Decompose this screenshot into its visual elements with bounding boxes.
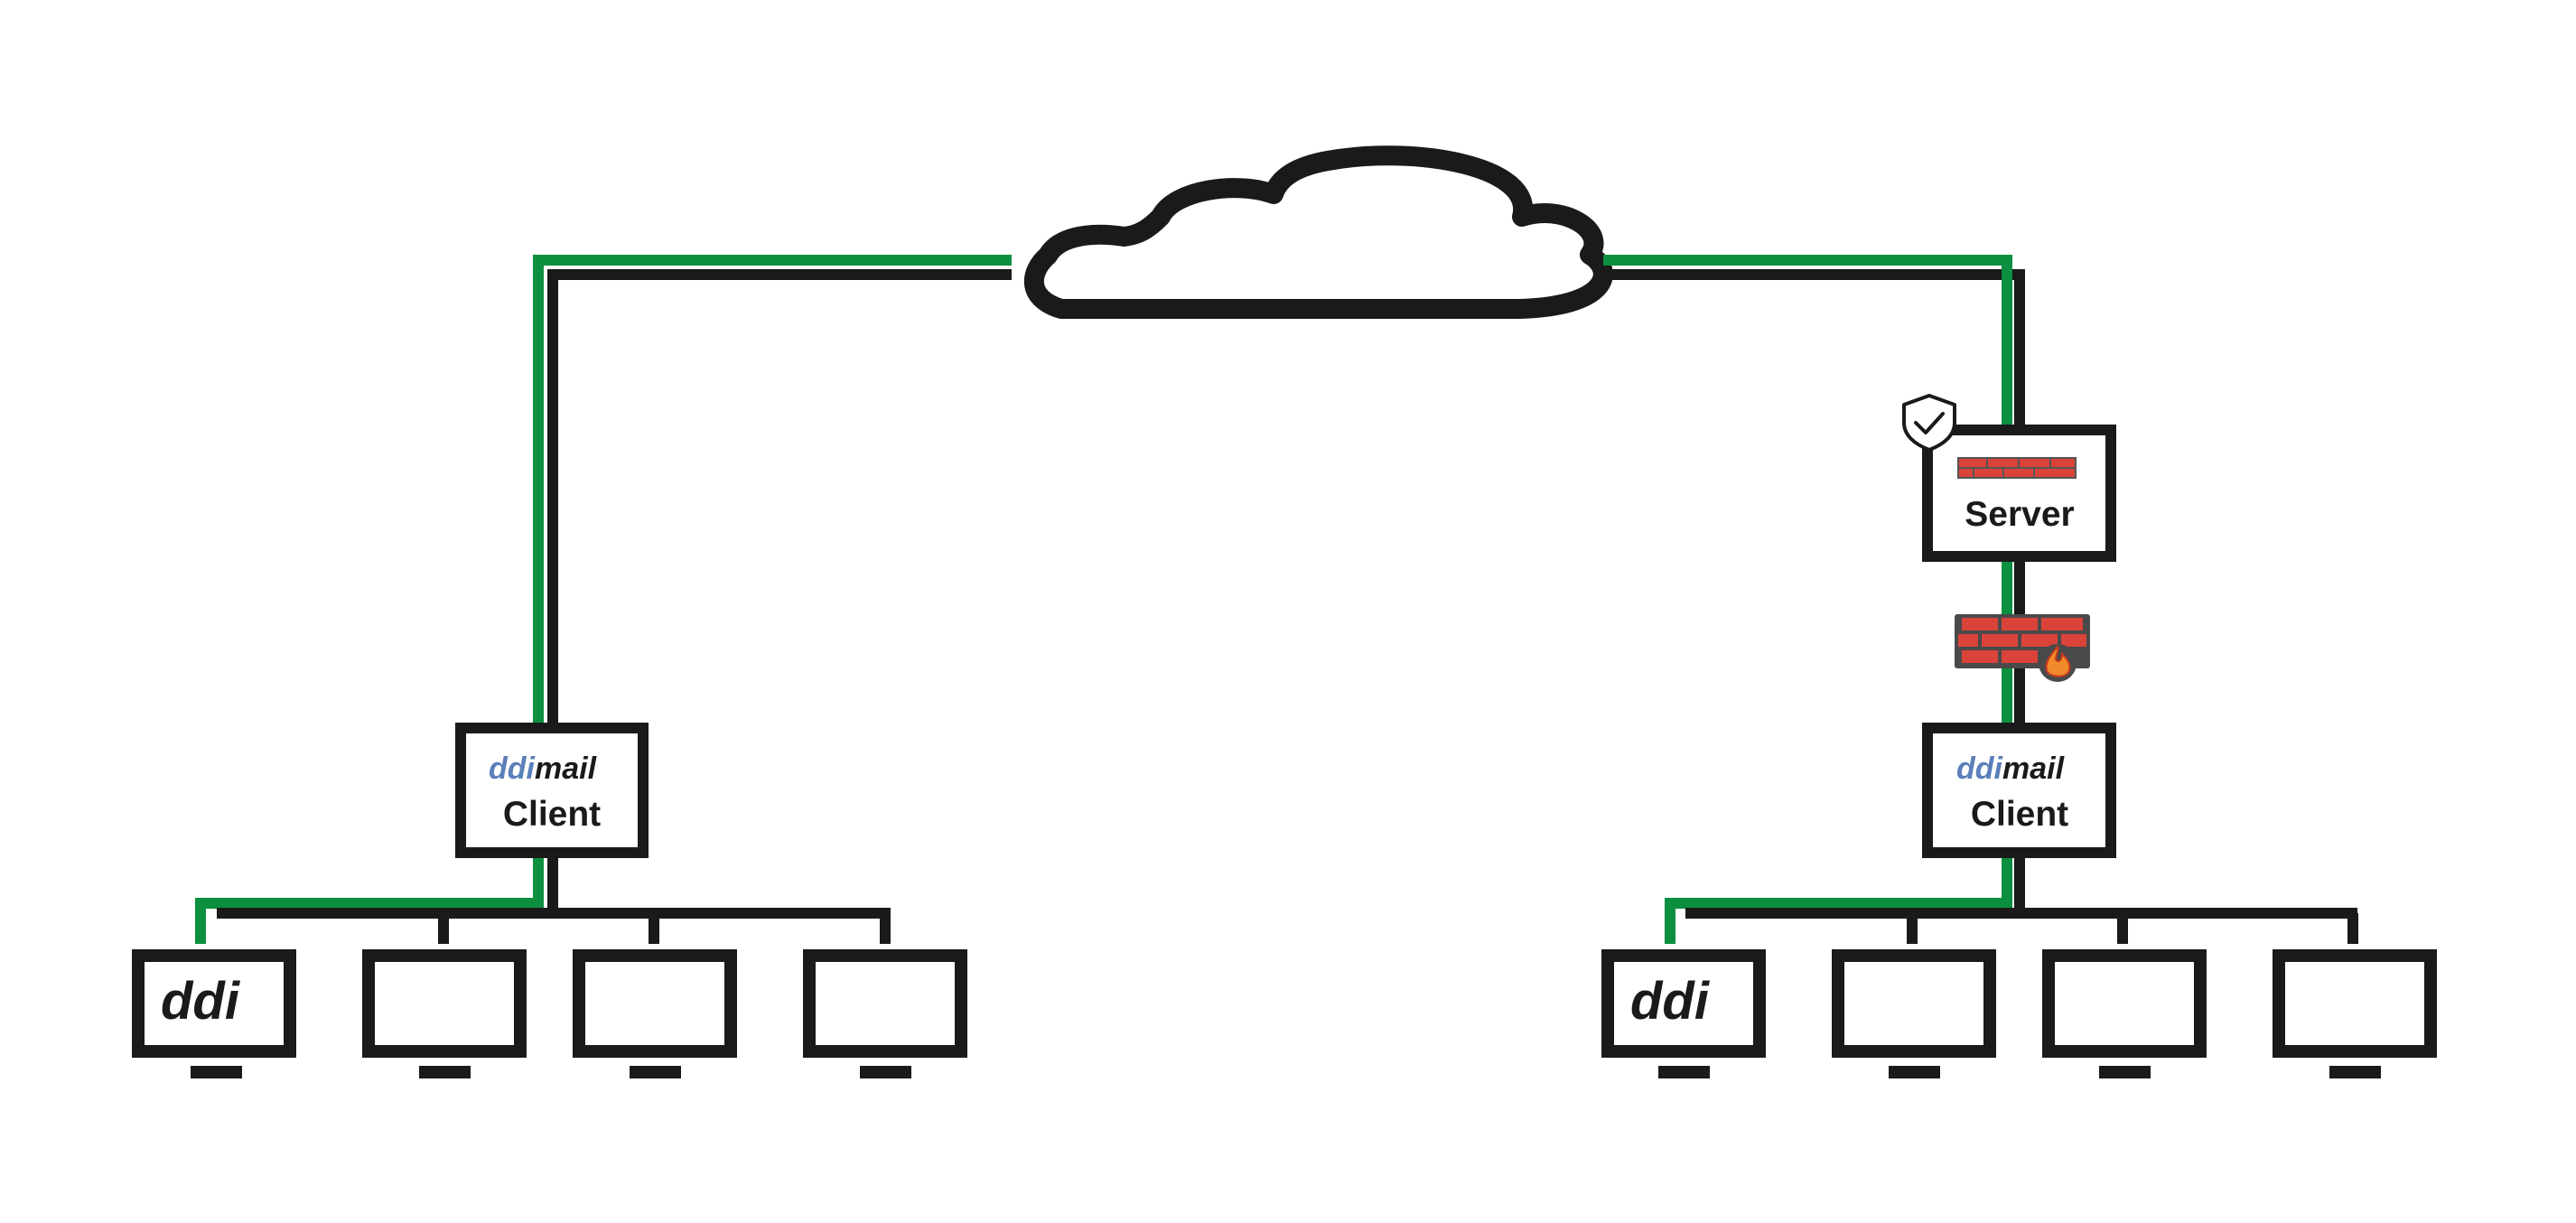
right-client-box: ddimail Client	[1922, 723, 2116, 858]
left-monitor-2	[362, 949, 527, 1078]
cloud-icon	[1024, 145, 1613, 319]
left-lan	[195, 854, 891, 944]
right-monitor-3	[2042, 949, 2207, 1078]
left-monitor-3	[573, 949, 737, 1078]
right-monitor-2	[1832, 949, 1996, 1078]
left-client-logo-suffix: mail	[535, 752, 598, 786]
server-box: Server	[1922, 425, 2116, 562]
left-client-box: ddimail Client	[455, 723, 649, 858]
left-client-label: Client	[503, 795, 601, 834]
right-monitor-4	[2273, 949, 2437, 1078]
server-label: Server	[1965, 495, 2074, 534]
right-lan	[1665, 854, 2358, 944]
right-monitor-1-logo: ddi	[1630, 972, 1711, 1031]
left-uplink	[533, 255, 1012, 732]
right-client-label: Client	[1971, 795, 2068, 834]
right-monitor-1: ddi	[1601, 949, 1766, 1078]
right-client-logo: ddimail	[1956, 752, 2066, 786]
left-monitor-1: ddi	[132, 949, 296, 1078]
firewall-strip-icon	[1957, 457, 2077, 479]
firewall-icon	[1955, 614, 2090, 682]
left-client-logo-prefix: ddi	[489, 752, 537, 786]
right-client-logo-prefix: ddi	[1956, 752, 2004, 786]
left-monitor-1-logo: ddi	[161, 972, 241, 1031]
shield-check-icon	[1902, 394, 1956, 452]
left-monitor-4	[803, 949, 967, 1078]
right-client-logo-suffix: mail	[2002, 752, 2066, 786]
left-client-logo: ddimail	[489, 752, 598, 786]
